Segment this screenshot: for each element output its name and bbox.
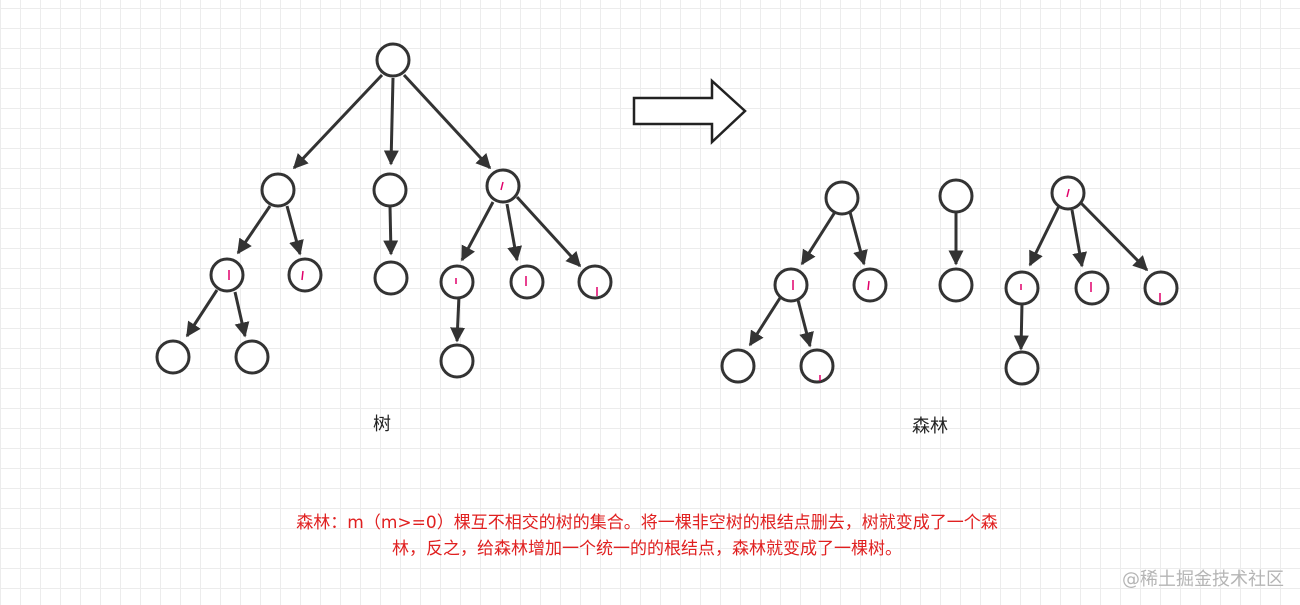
watermark: @稀土掘金技术社区 <box>1122 569 1284 590</box>
tree-edges <box>185 73 582 343</box>
tree-nodes <box>155 42 613 379</box>
tree-node <box>485 168 521 204</box>
tree-root-node <box>375 42 411 78</box>
forest-node-marks <box>792 188 1161 381</box>
forest-node <box>852 267 888 303</box>
tree-node <box>287 257 323 293</box>
forest-node <box>1074 270 1110 306</box>
forest <box>720 175 1179 386</box>
tree-node <box>260 172 296 208</box>
tree-caption: 树 <box>373 414 391 435</box>
tree-node <box>234 339 270 375</box>
forest-node <box>1004 270 1040 306</box>
tree-node <box>155 339 191 375</box>
tree-node <box>577 264 613 300</box>
tree-node <box>509 264 545 300</box>
forest-root-node <box>938 178 974 214</box>
tree-node <box>439 264 475 300</box>
forest-node <box>720 348 756 384</box>
forest-node <box>1143 270 1179 306</box>
definition-line-2: 林，反之，给森林增加一个统一的的根结点，森林就变成了一棵树。 <box>392 539 902 559</box>
tree-node-marks <box>228 181 598 296</box>
transform-arrow <box>632 78 747 145</box>
forest-node <box>1004 350 1040 386</box>
forest-caption: 森林 <box>912 416 948 437</box>
forest-node <box>799 348 835 384</box>
tree-node <box>372 172 408 208</box>
forest-nodes <box>720 175 1179 386</box>
tree-node <box>209 257 245 293</box>
forest-edges <box>748 200 1149 351</box>
forest-root-node <box>824 180 860 216</box>
definition-line-1: 森林：m（m>=0）棵互不相交的树的集合。将一棵非空树的根结点删去，树就变成了一… <box>296 513 998 533</box>
forest-node <box>938 267 974 303</box>
tree-node <box>439 343 475 379</box>
tree-node <box>373 260 409 296</box>
forest-node <box>773 267 809 303</box>
tree <box>155 42 613 379</box>
forest-definition: 森林：m（m>=0）棵互不相交的树的集合。将一棵非空树的根结点删去，树就变成了一… <box>232 510 1062 562</box>
